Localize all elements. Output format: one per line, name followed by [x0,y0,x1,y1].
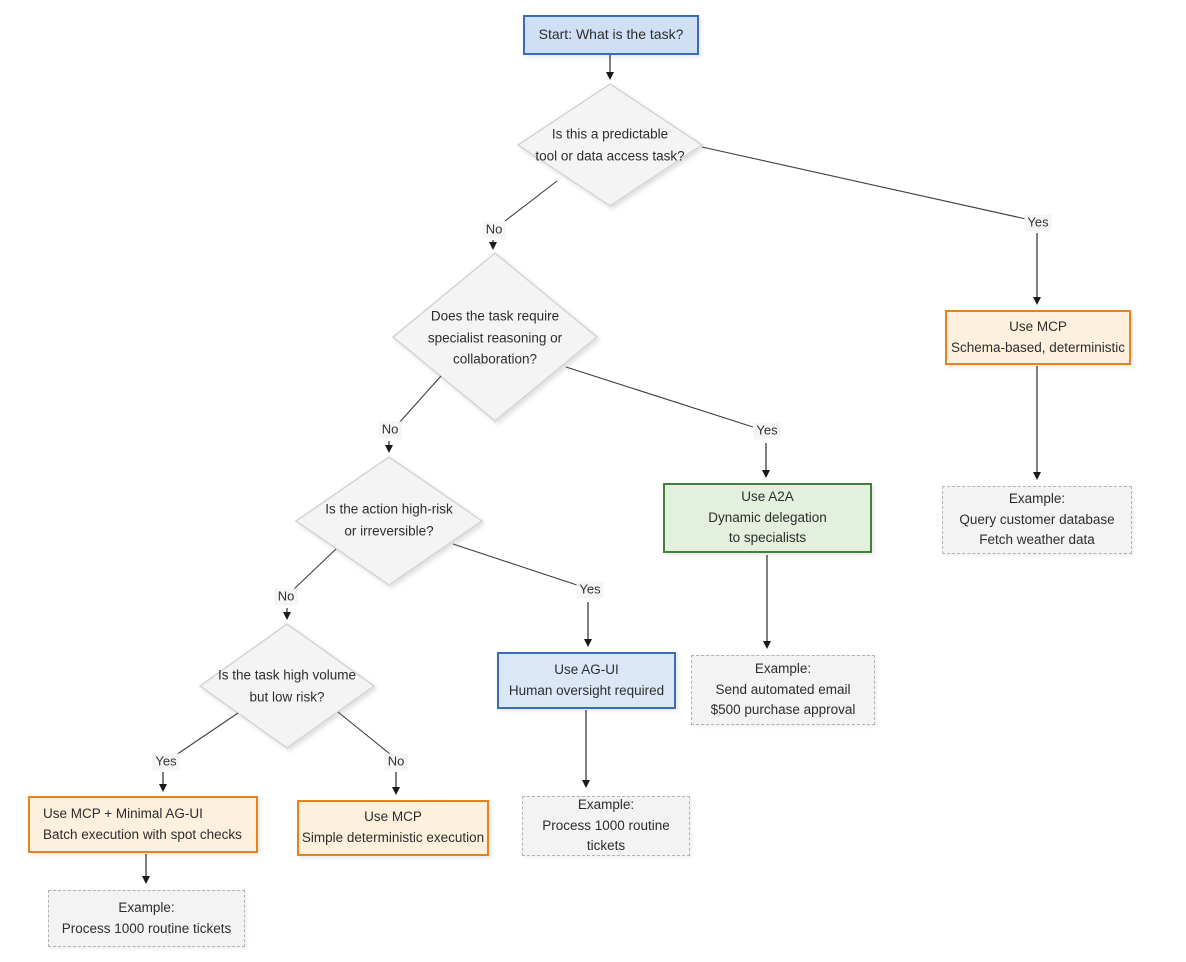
example-heading: Example: [118,899,175,915]
diamond-specialist-reasoning [391,252,599,422]
edge-label-no-predictable: No [482,221,506,239]
edge-label-yes-predictable: Yes [1024,214,1052,232]
outcome-agui: Use AG-UI Human oversight required [497,652,676,709]
example-heading: Example: [577,796,635,812]
outcome-title: Use MCP [1009,318,1067,334]
branch-lines [175,146,1027,756]
outcome-subtitle: Human oversight required [508,682,665,698]
diamond-high-risk [294,456,484,586]
outcome-subtitle: Schema-based, deterministic [950,339,1126,355]
example-heading: Example: [1008,490,1066,506]
diamond-high-volume [198,623,376,749]
edge-label-yes-highrisk: Yes [576,581,604,599]
edge-label-no-highrisk: No [274,588,298,606]
edge-label-no-specialist: No [378,421,402,439]
diamond-predictable-task [516,83,704,207]
outcome-title: Use A2A [741,488,794,504]
outcome-title: Use MCP + Minimal AG-UI [43,805,203,821]
start-label: Start: What is the task? [538,26,684,43]
outcome-a2a: Use A2A Dynamic delegation to specialist… [663,483,872,553]
example-line: Send automated email [715,681,851,697]
example-mcp-minimal: Example: Process 1000 routine tickets [48,890,245,947]
example-line: $500 purchase approval [710,702,856,718]
outcome-subtitle: Batch execution with spot checks [43,826,242,842]
edge-label-yes-volume: Yes [152,753,180,771]
start-node: Start: What is the task? [523,15,699,55]
arrow-lines [142,55,1041,884]
example-line: Query customer database [959,511,1115,527]
example-a2a: Example: Send automated email $500 purch… [691,655,875,725]
example-agui: Example: Process 1000 routine tickets [522,796,690,856]
outcome-subtitle: Simple deterministic execution [301,830,485,845]
example-heading: Example: [754,660,812,676]
example-line: Fetch weather data [979,532,1095,548]
outcome-title: Use MCP [364,809,422,825]
outcome-subtitle: to specialists [728,530,807,546]
example-line: Process 1000 routine tickets [542,817,670,854]
outcome-subtitle: Dynamic delegation [708,509,827,525]
outcome-mcp-minimal-agui: Use MCP + Minimal AG-UI Batch execution … [28,796,258,853]
example-mcp-schema: Example: Query customer database Fetch w… [942,486,1132,554]
edge-label-no-volume: No [384,753,408,771]
edge-label-yes-specialist: Yes [753,422,781,440]
outcome-mcp-schema: Use MCP Schema-based, deterministic [945,310,1131,365]
example-line: Process 1000 routine tickets [61,920,232,936]
outcome-title: Use AG-UI [554,661,619,677]
outcome-mcp-simple: Use MCP Simple deterministic execution [297,800,489,856]
